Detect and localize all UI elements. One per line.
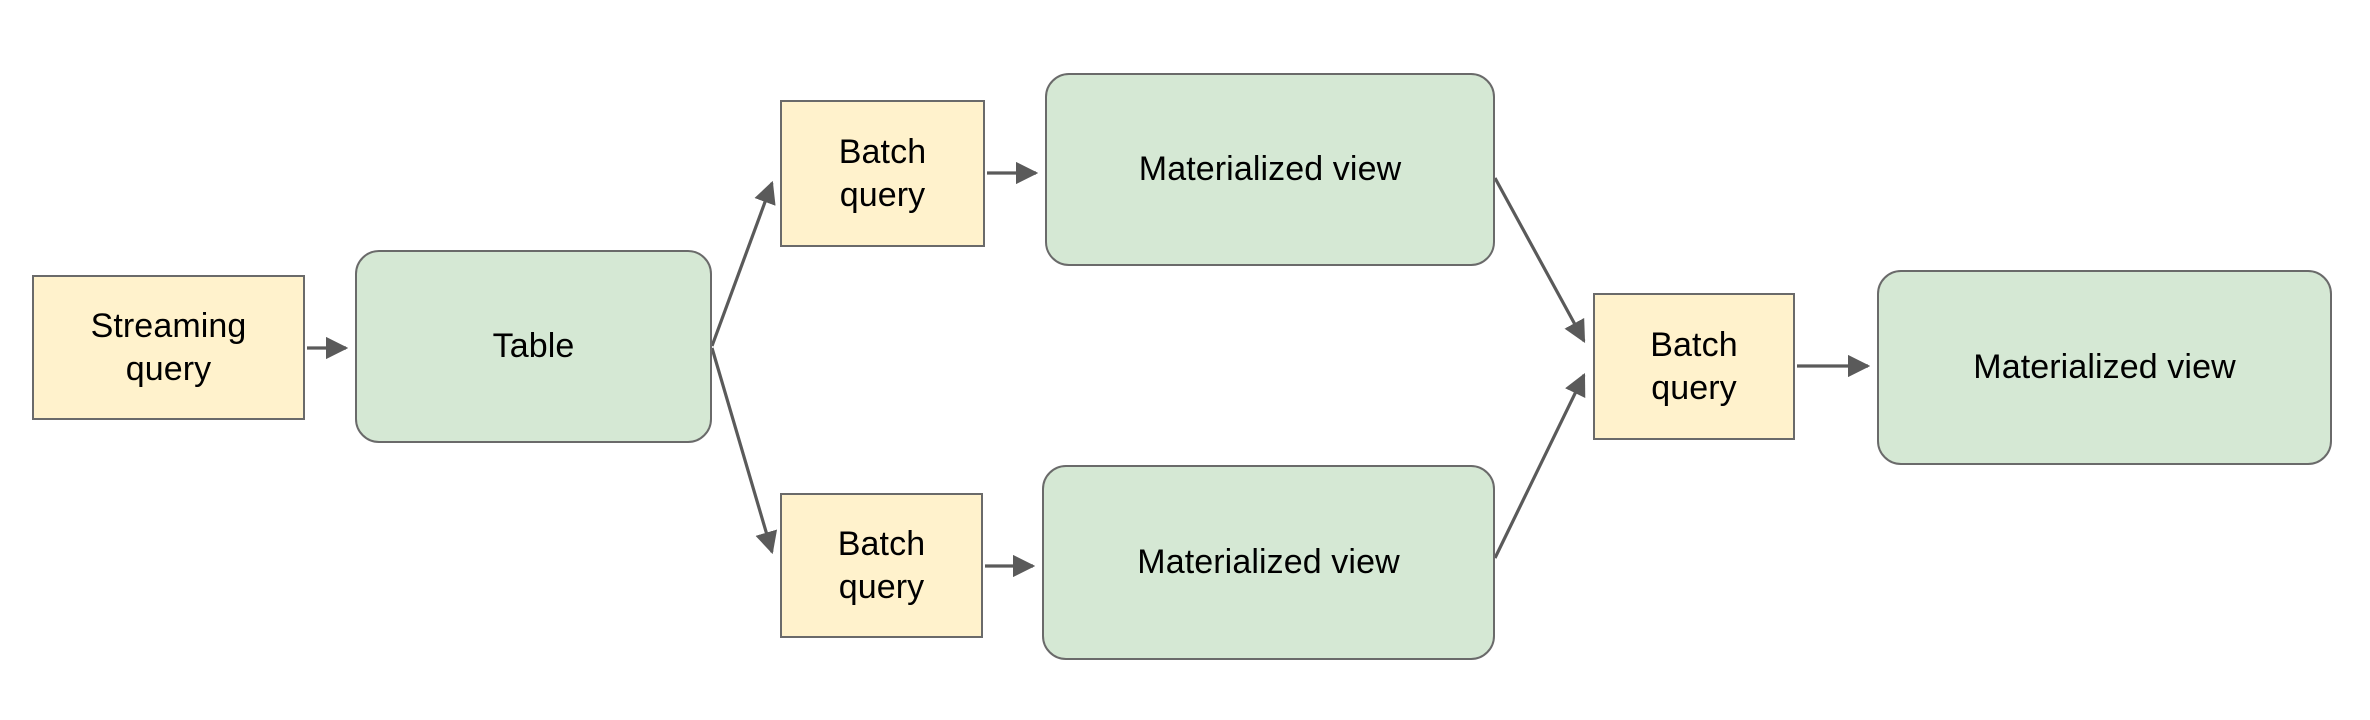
node-batch-query-merge[interactable]: Batch query — [1593, 293, 1795, 440]
edge-materialized-view-top-to-batch-query-merge — [1493, 177, 1586, 343]
edge-table-to-batch-query-bottom — [710, 347, 778, 555]
node-streaming-query[interactable]: Streaming query — [32, 275, 305, 420]
node-materialized-view-bottom-label: Materialized view — [1137, 543, 1400, 582]
node-batch-query-bottom[interactable]: Batch query — [780, 493, 983, 638]
node-batch-query-top-label: Batch query — [838, 133, 927, 214]
node-batch-query-top[interactable]: Batch query — [780, 100, 985, 247]
edge-table-to-batch-query-top — [710, 180, 776, 347]
node-materialized-view-bottom[interactable]: Materialized view — [1042, 465, 1495, 660]
node-table-label: Table — [492, 327, 575, 366]
node-materialized-view-final-label: Materialized view — [1973, 348, 2236, 387]
node-materialized-view-final[interactable]: Materialized view — [1877, 270, 2332, 465]
node-table[interactable]: Table — [355, 250, 712, 443]
node-batch-query-bottom-label: Batch query — [837, 525, 926, 606]
node-batch-query-merge-label: Batch query — [1650, 326, 1738, 407]
edge-materialized-view-bottom-to-batch-query-merge — [1493, 372, 1586, 559]
node-streaming-query-label: Streaming query — [90, 307, 247, 388]
node-materialized-view-top-label: Materialized view — [1138, 150, 1402, 189]
node-materialized-view-top[interactable]: Materialized view — [1045, 73, 1495, 266]
